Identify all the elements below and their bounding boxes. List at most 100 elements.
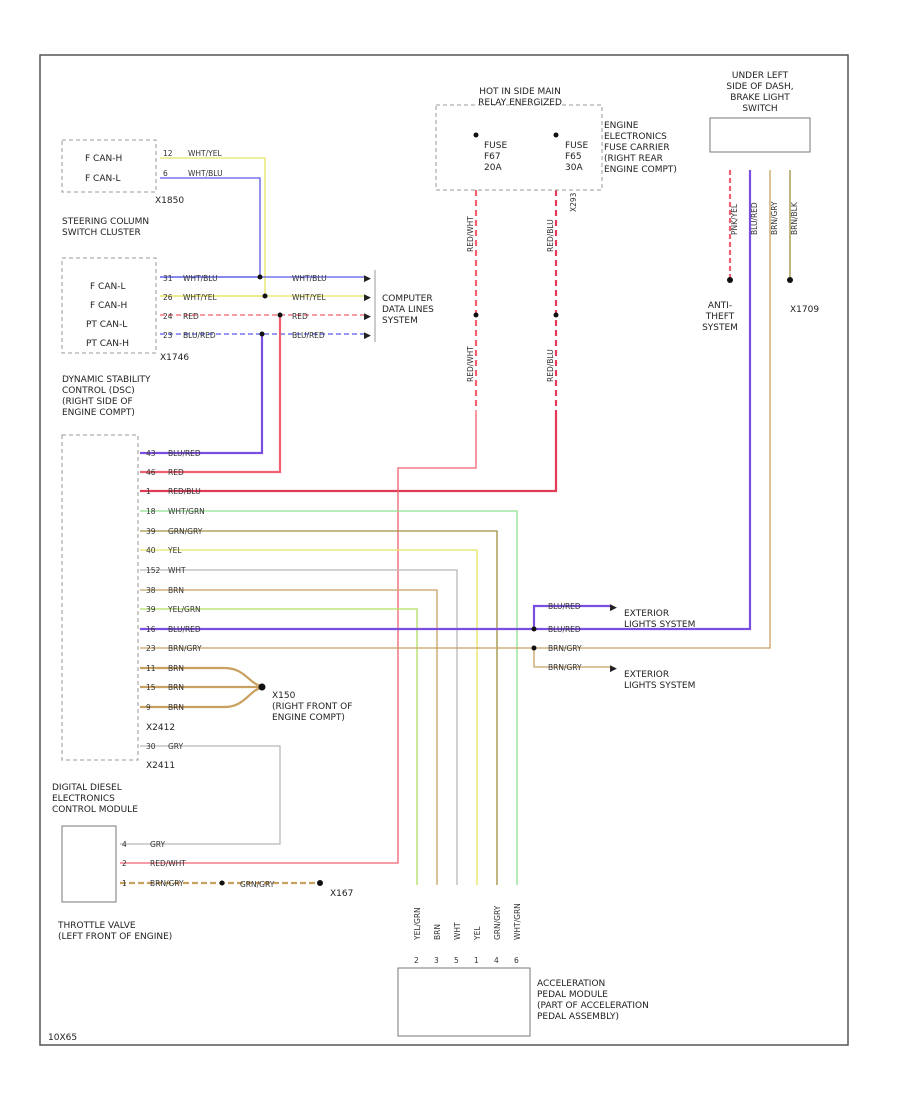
arrow-4: ▶ bbox=[364, 331, 371, 341]
dde-row-pin: 18 bbox=[146, 507, 156, 516]
can-pin-1: F CAN-L bbox=[90, 282, 125, 292]
can-out-wire-3: RED bbox=[292, 312, 308, 321]
ext-wire-mid: BLU/RED bbox=[548, 625, 581, 634]
pedal-wire-label: GRN/GRY bbox=[493, 905, 502, 940]
ext-splice-2 bbox=[531, 645, 537, 651]
ground-x167-label: X167 bbox=[330, 889, 353, 899]
pedal-wire-label: WHT/GRN bbox=[513, 903, 522, 940]
can-pin-num-2: 26 bbox=[163, 293, 173, 302]
dde-row-pin: 15 bbox=[146, 683, 156, 692]
wire-wht-blu-steering bbox=[160, 177, 261, 278]
throttle-row-wire: RED/WHT bbox=[150, 859, 186, 868]
can-pin-num-1: 31 bbox=[163, 274, 173, 283]
diagram-code: 10X65 bbox=[48, 1033, 77, 1043]
dde-row-pin: 1 bbox=[146, 487, 151, 496]
pedal-wire-label: YEL/GRN bbox=[413, 907, 422, 941]
pedal-wire-label: WHT bbox=[453, 922, 462, 940]
can-connector: F CAN-L F CAN-H PT CAN-L PT CAN-H 31 26 … bbox=[61, 257, 434, 363]
wire-grn-gry bbox=[140, 530, 498, 885]
wire-brn-gry-exterior-bottom bbox=[533, 648, 612, 668]
pedal-wire-label: YEL bbox=[473, 926, 482, 941]
can-connector-box bbox=[61, 257, 157, 354]
can-out-wire-1: WHT/BLU bbox=[292, 274, 327, 283]
wire-blu-red-exterior-top bbox=[532, 604, 612, 629]
dde-lower-wire: GRY bbox=[168, 742, 184, 751]
can-splice-2 bbox=[262, 293, 268, 299]
splice-left bbox=[473, 312, 479, 318]
wire-brn-gry-exterior bbox=[140, 170, 771, 649]
x1709-terminal bbox=[787, 277, 793, 283]
throttle-row-pin: 1 bbox=[122, 879, 127, 888]
dde-row-wire: WHT/GRN bbox=[168, 507, 205, 516]
ext-wire-top: BLU/RED bbox=[548, 602, 581, 611]
wire-brn bbox=[140, 589, 438, 885]
can-wire-2: WHT/YEL bbox=[183, 293, 217, 302]
wire-label-red-blu-lower: RED/BLU bbox=[546, 349, 555, 382]
wire-wht bbox=[140, 569, 458, 885]
dde-row-wire: BLU/RED bbox=[168, 449, 201, 458]
pedal-wire-label: BRN bbox=[433, 924, 442, 940]
arrow-1: ▶ bbox=[364, 274, 371, 284]
steering-conn: X1850 bbox=[155, 196, 184, 206]
splice-right bbox=[553, 312, 559, 318]
can-splice-1 bbox=[257, 274, 263, 280]
dde-row-pin: 23 bbox=[146, 644, 156, 653]
can-wire-3: RED bbox=[183, 312, 199, 321]
wire-brn-ground-1 bbox=[140, 666, 263, 688]
dde-row-pin: 16 bbox=[146, 625, 156, 634]
dde-row-pin: 39 bbox=[146, 527, 156, 536]
brake-wire-2: BLU/RED bbox=[750, 202, 759, 235]
dde-row-wire: WHT bbox=[168, 566, 186, 575]
dde-row-wire: RED bbox=[168, 468, 184, 477]
dde-row-pin: 43 bbox=[146, 449, 156, 458]
dde-row-wire: BRN bbox=[168, 703, 184, 712]
wire-layer bbox=[120, 157, 791, 885]
dde-conn-a: X2412 bbox=[146, 723, 175, 733]
steering-pin-num-1: 12 bbox=[163, 149, 173, 158]
brake-switch-box bbox=[709, 117, 811, 153]
can-wire-4: BLU/RED bbox=[183, 331, 216, 340]
arrow-2: ▶ bbox=[364, 293, 371, 303]
brake-wire-3: BRN/GRY bbox=[770, 201, 779, 235]
wire-yel bbox=[140, 549, 478, 885]
wire-label-red-blu: RED/BLU bbox=[546, 219, 555, 252]
ext-wire-bottom: BRN/GRY bbox=[548, 663, 582, 672]
dde-conn-b: X2411 bbox=[146, 761, 175, 771]
dde-row-pin: 39 bbox=[146, 605, 156, 614]
throttle-splice bbox=[219, 880, 225, 886]
dde-row-pin: 38 bbox=[146, 586, 156, 595]
dde-row-pin: 46 bbox=[146, 468, 156, 477]
dde-box bbox=[61, 434, 139, 761]
throttle-box bbox=[61, 825, 117, 903]
arrow-3: ▶ bbox=[364, 312, 371, 322]
pedal-pin-number: 2 bbox=[414, 956, 419, 965]
throttle-label: THROTTLE VALVE(LEFT FRONT OF ENGINE) bbox=[57, 921, 172, 942]
can-conn: X1746 bbox=[160, 353, 189, 363]
ground-x1709-label: X1709 bbox=[790, 305, 819, 315]
wire-wht-grn bbox=[140, 510, 518, 885]
wire-red-to-dde bbox=[140, 315, 282, 474]
wire-label-red-wht: RED/WHT bbox=[466, 216, 475, 252]
dde-lower-pin: 30 bbox=[146, 742, 156, 751]
can-pin-num-3: 24 bbox=[163, 312, 173, 321]
ext-arrow-top: ▶ bbox=[610, 603, 617, 613]
brake-wire-1: PNK/YEL bbox=[730, 203, 739, 235]
throttle-ground-wire: GRN/GRY bbox=[240, 880, 275, 889]
steering-pin-2: F CAN-L bbox=[85, 174, 120, 184]
fuse-conn-label: X293 bbox=[569, 192, 578, 212]
throttle-row-pin: 2 bbox=[122, 859, 127, 868]
can-splice-3 bbox=[277, 312, 283, 318]
dde-row-pin: 9 bbox=[146, 703, 151, 712]
